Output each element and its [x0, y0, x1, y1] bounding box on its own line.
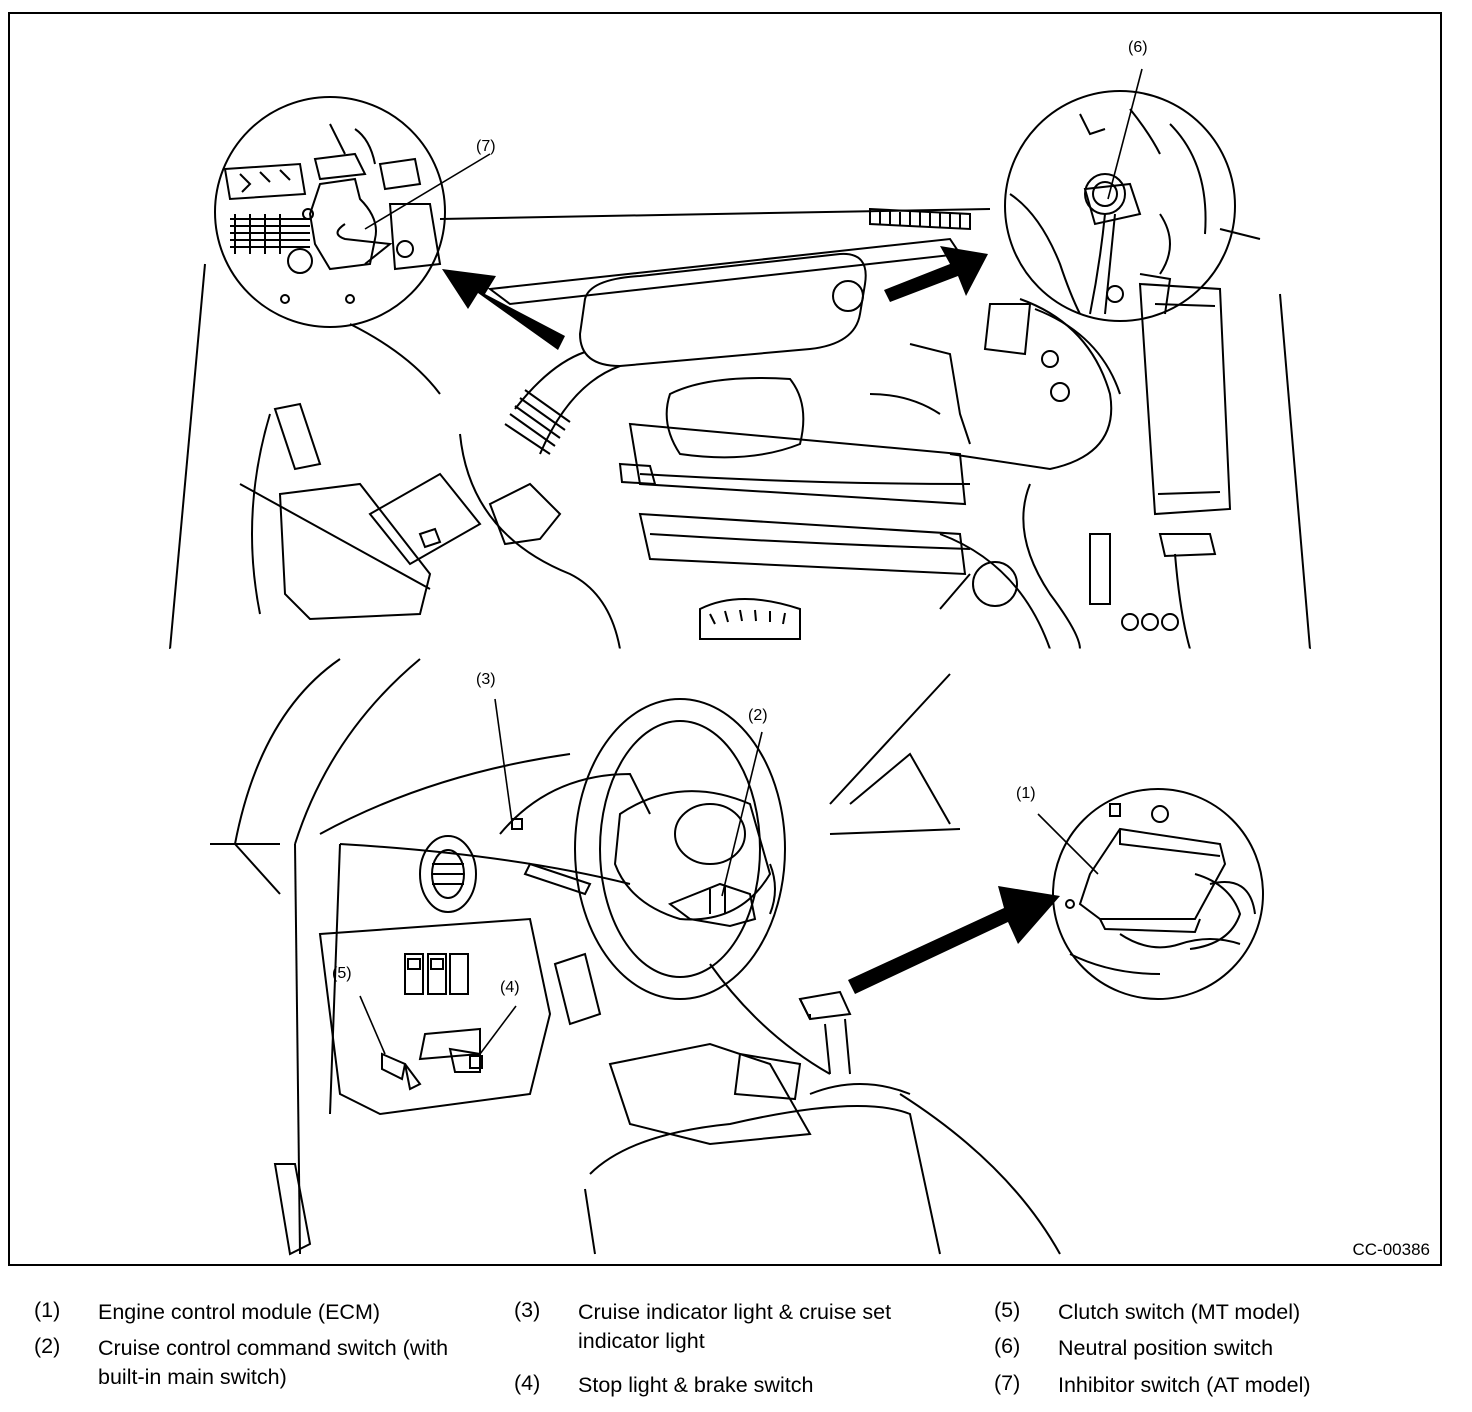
legend-item-7: (7) Inhibitor switch (AT model): [994, 1371, 1434, 1400]
legend-num: (1): [34, 1298, 61, 1322]
legend-item-5: (5) Clutch switch (MT model): [994, 1298, 1434, 1327]
callout-5: (5): [332, 965, 352, 982]
callout-7: (7): [476, 138, 496, 155]
legend-item-1: (1) Engine control module (ECM): [34, 1298, 464, 1327]
engine-compartment: [169, 207, 1311, 650]
callout-3: (3): [476, 671, 496, 688]
legend-text: Engine control module (ECM): [98, 1300, 381, 1324]
inset-inhibitor-switch: [214, 96, 446, 328]
callout-1: (1): [1016, 785, 1036, 802]
inset-ecm: [1052, 788, 1264, 1000]
legend-num: (6): [994, 1334, 1021, 1358]
legend-text: Cruise control command switch (with buil…: [98, 1336, 449, 1389]
legend-text: Cruise indicator light & cruise set indi…: [578, 1300, 892, 1353]
legend-num: (7): [994, 1371, 1021, 1395]
dashboard-interior: [210, 658, 1061, 1256]
legend-text: Neutral position switch: [1058, 1336, 1274, 1360]
legend-item-3: (3) Cruise indicator light & cruise set …: [514, 1298, 964, 1356]
arrows: [442, 246, 1060, 994]
legend-text: Stop light & brake switch: [578, 1373, 814, 1397]
arrow-to-inset-6: [884, 246, 988, 302]
legend-item-2: (2) Cruise control command switch (with …: [34, 1334, 464, 1392]
legend-item-6: (6) Neutral position switch: [994, 1334, 1434, 1363]
vehicle-illustration: [169, 68, 1311, 1256]
callout-2: (2): [748, 707, 768, 724]
inset-neutral-switch: [1004, 90, 1236, 322]
legend-num: (3): [514, 1298, 541, 1322]
legend-num: (5): [994, 1298, 1021, 1322]
arrow-to-inset-1: [848, 886, 1060, 994]
callout-4: (4): [500, 979, 520, 996]
legend-num: (2): [34, 1334, 61, 1358]
diagram-frame: (7) (6) (3) (2) (1) (5) (4) CC-00386: [8, 12, 1442, 1266]
leader-lines: [359, 68, 1143, 1055]
legend-num: (4): [514, 1371, 541, 1395]
callout-6: (6): [1128, 39, 1148, 56]
legend-text: Inhibitor switch (AT model): [1058, 1373, 1311, 1397]
figure-code: CC-00386: [1352, 1240, 1431, 1259]
legend-text: Clutch switch (MT model): [1058, 1300, 1301, 1324]
legend-item-4: (4) Stop light & brake switch: [514, 1371, 964, 1400]
legend: (1) Engine control module (ECM) (2) Crui…: [0, 1290, 1472, 1412]
arrow-to-inset-7: [442, 269, 565, 350]
